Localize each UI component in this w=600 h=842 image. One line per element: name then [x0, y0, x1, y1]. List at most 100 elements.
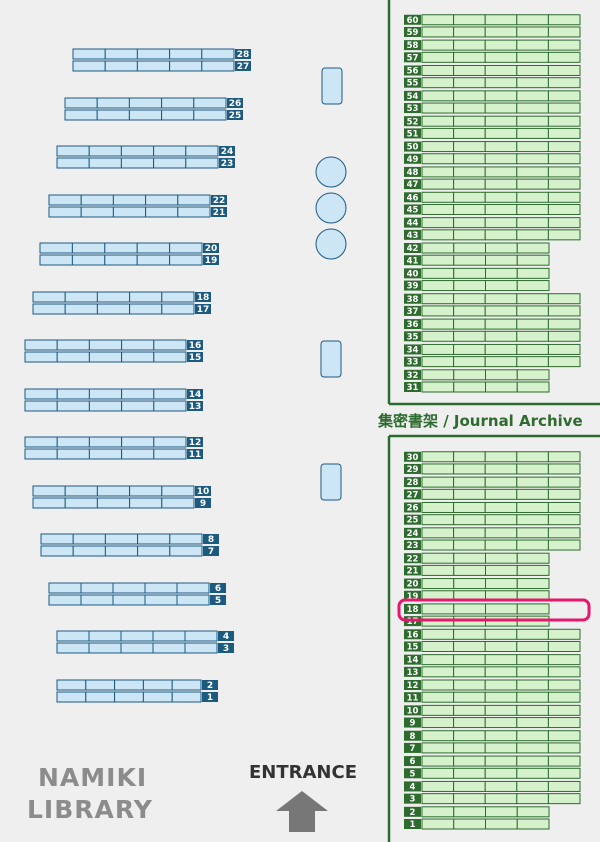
general-shelf-13[interactable]: 13	[24, 400, 203, 412]
general-shelf-19[interactable]: 19	[39, 254, 219, 266]
general-shelf-23[interactable]: 23	[56, 157, 235, 169]
general-shelf-24[interactable]: 24	[56, 145, 235, 157]
archive-upper-shelf-45[interactable]: 45	[404, 203, 581, 216]
archive-upper-shelf-48[interactable]: 48	[404, 166, 581, 178]
archive-upper-shelf-42[interactable]: 42	[404, 242, 550, 254]
shelf-segment	[88, 351, 123, 363]
archive-lower-shelf-26[interactable]: 26	[404, 501, 581, 514]
archive-upper-shelf-51[interactable]: 51	[404, 127, 581, 139]
general-shelf-15[interactable]: 15	[24, 351, 203, 363]
shelf-segment	[421, 153, 455, 165]
archive-upper-shelf-39[interactable]: 39	[404, 280, 550, 292]
archive-lower-shelf-16[interactable]: 16	[404, 628, 581, 640]
general-shelf-12[interactable]: 12	[24, 436, 203, 448]
archive-upper-shelf-49[interactable]: 49	[404, 153, 581, 165]
archive-upper-shelf-53[interactable]: 53	[404, 102, 581, 114]
entrance-label: ENTRANCE	[249, 762, 357, 783]
general-shelf-17[interactable]: 17	[32, 303, 211, 315]
archive-upper-shelf-59[interactable]: 59	[404, 26, 581, 38]
archive-lower-shelf-18[interactable]: 18	[404, 603, 550, 615]
general-shelf-10[interactable]: 10	[32, 485, 211, 497]
archive-upper-shelf-34[interactable]: 34	[404, 343, 581, 356]
general-shelf-11[interactable]: 11	[24, 448, 203, 460]
archive-upper-shelf-35[interactable]: 35	[404, 330, 581, 342]
archive-lower-shelf-9[interactable]: 9	[404, 717, 581, 729]
archive-lower-shelf-23[interactable]: 23	[404, 539, 581, 551]
general-shelf-18[interactable]: 18	[32, 291, 211, 303]
archive-lower-shelf-10[interactable]: 10	[404, 704, 581, 716]
archive-lower-shelf-28[interactable]: 28	[404, 476, 581, 488]
archive-lower-shelf-1[interactable]: 1	[404, 818, 550, 830]
archive-upper-shelf-46[interactable]: 46	[404, 191, 581, 203]
general-shelf-22[interactable]: 22	[48, 194, 227, 206]
archive-upper-shelf-40[interactable]: 40	[404, 267, 550, 279]
shelf-segment	[485, 369, 518, 381]
general-shelf-1[interactable]: 1	[56, 691, 218, 703]
archive-upper-shelf-58[interactable]: 58	[404, 39, 581, 51]
general-shelf-6[interactable]: 6	[48, 582, 226, 594]
general-shelf-5[interactable]: 5	[48, 594, 226, 606]
archive-lower-shelf-4[interactable]: 4	[404, 780, 581, 793]
shelf-number-label: 24	[407, 529, 419, 539]
archive-lower-shelf-22[interactable]: 22	[404, 552, 550, 564]
general-shelf-4[interactable]: 4	[56, 630, 234, 642]
general-shelf-3[interactable]: 3	[56, 642, 234, 654]
archive-upper-shelf-36[interactable]: 36	[404, 318, 581, 330]
archive-upper-shelf-47[interactable]: 47	[404, 178, 581, 190]
archive-upper-shelf-43[interactable]: 43	[404, 229, 581, 241]
archive-upper-shelf-41[interactable]: 41	[404, 254, 550, 266]
general-shelf-16[interactable]: 16	[24, 339, 203, 351]
general-shelf-25[interactable]: 25	[64, 109, 243, 121]
archive-upper-shelf-56[interactable]: 56	[404, 64, 581, 77]
shelf-segment	[547, 115, 581, 127]
general-shelf-9[interactable]: 9	[32, 497, 211, 509]
shelf-segment	[516, 717, 549, 729]
archive-upper-shelf-50[interactable]: 50	[404, 141, 581, 153]
shelf-segment	[453, 369, 486, 381]
archive-upper-shelf-38[interactable]: 38	[404, 293, 581, 305]
archive-lower-shelf-6[interactable]: 6	[404, 755, 581, 767]
archive-lower-shelf-20[interactable]: 20	[404, 578, 550, 590]
general-shelf-2[interactable]: 2	[56, 679, 218, 691]
archive-upper-shelf-32[interactable]: 32	[404, 369, 550, 381]
archive-upper-shelf-44[interactable]: 44	[404, 217, 581, 229]
archive-lower-shelf-14[interactable]: 14	[404, 654, 581, 666]
archive-lower-shelf-5[interactable]: 5	[404, 767, 581, 779]
shelf-segment	[484, 539, 518, 551]
archive-lower-shelf-8[interactable]: 8	[404, 730, 581, 742]
archive-lower-shelf-25[interactable]: 25	[404, 514, 581, 526]
archive-lower-shelf-3[interactable]: 3	[404, 793, 581, 805]
archive-upper-shelf-55[interactable]: 55	[404, 77, 581, 89]
archive-lower-shelf-27[interactable]: 27	[404, 488, 581, 500]
archive-lower-shelf-19[interactable]: 19	[404, 590, 550, 602]
archive-lower-shelf-11[interactable]: 11	[404, 691, 581, 703]
archive-lower-shelf-30[interactable]: 30	[404, 451, 581, 463]
archive-upper-shelf-33[interactable]: 33	[404, 356, 581, 368]
archive-lower-shelf-17[interactable]: 17	[404, 615, 550, 627]
general-shelf-28[interactable]: 28	[72, 48, 251, 60]
general-shelf-7[interactable]: 7	[40, 545, 219, 557]
archive-upper-shelf-31[interactable]: 31	[404, 381, 550, 393]
general-shelf-8[interactable]: 8	[40, 533, 219, 545]
shelf-number-box	[404, 666, 421, 677]
general-shelf-20[interactable]: 20	[39, 242, 219, 254]
shelf-segment	[484, 767, 518, 779]
archive-lower-shelf-12[interactable]: 12	[404, 679, 581, 691]
archive-lower-shelf-21[interactable]: 21	[404, 564, 550, 576]
archive-upper-shelf-60[interactable]: 60	[404, 14, 581, 26]
archive-upper-shelf-54[interactable]: 54	[404, 90, 581, 102]
archive-lower-shelf-13[interactable]: 13	[404, 666, 581, 678]
archive-lower-shelf-15[interactable]: 15	[404, 640, 581, 653]
archive-lower-shelf-24[interactable]: 24	[404, 527, 581, 539]
shelf-segment	[547, 679, 581, 691]
archive-lower-shelf-29[interactable]: 29	[404, 463, 581, 475]
general-shelf-26[interactable]: 26	[64, 97, 243, 109]
archive-upper-shelf-57[interactable]: 57	[404, 51, 581, 63]
general-shelf-27[interactable]: 27	[72, 60, 251, 72]
archive-lower-shelf-7[interactable]: 7	[404, 742, 581, 754]
general-shelf-21[interactable]: 21	[48, 206, 227, 218]
archive-upper-shelf-37[interactable]: 37	[404, 305, 581, 317]
general-shelf-14[interactable]: 14	[24, 388, 203, 400]
archive-upper-shelf-52[interactable]: 52	[404, 115, 581, 127]
archive-lower-shelf-2[interactable]: 2	[404, 806, 550, 818]
